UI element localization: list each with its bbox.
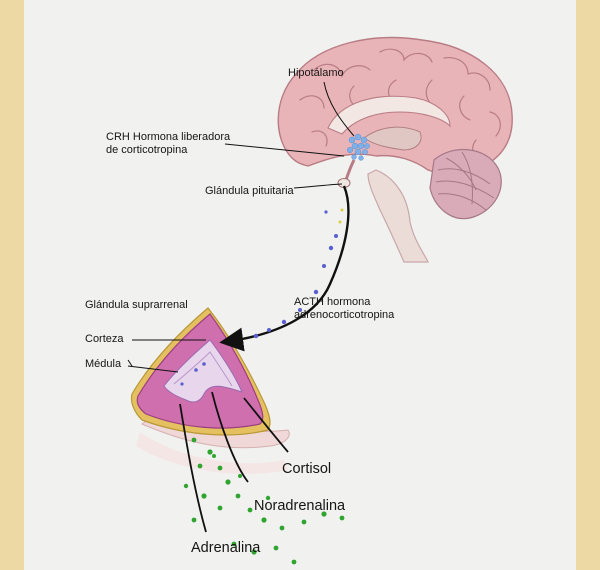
hypothalamus-label: Hipotálamo (288, 67, 344, 79)
adrenaline-label: Adrenalina (191, 540, 261, 556)
pituitary-label: Glándula pituitaria (205, 185, 294, 197)
adrenal-gland-label: Glándula suprarrenal (85, 299, 188, 311)
hypothalamus-cells (347, 133, 370, 161)
output-lines (179, 391, 289, 533)
yellow-hormone-dots (338, 208, 344, 224)
noradrenaline-label: Noradrenalina (254, 498, 346, 514)
cortisol-label: Cortisol (282, 461, 332, 477)
secreted-hormone-dots (183, 437, 345, 565)
corpus-callosum (327, 95, 451, 135)
adrenal-medulla (163, 339, 243, 403)
medulla-label: Médula (85, 358, 122, 370)
diagram-canvas: Hipotálamo CRH Hormona liberadora de cor… (24, 0, 576, 570)
adrenal-gland (130, 307, 290, 474)
acth-hormone-dots (180, 210, 338, 386)
cortex-label: Corteza (85, 333, 124, 345)
cerebellum (429, 148, 502, 220)
hpa-axis-illustration (127, 36, 513, 565)
brain (277, 36, 513, 263)
pituitary-stalk (344, 159, 356, 181)
callout-lines (127, 81, 355, 373)
brainstem (367, 169, 429, 263)
acth-label: ACTH hormona adrenocorticotropina (294, 296, 395, 321)
crh-label: CRH Hormona liberadora de corticotropina (106, 131, 231, 156)
